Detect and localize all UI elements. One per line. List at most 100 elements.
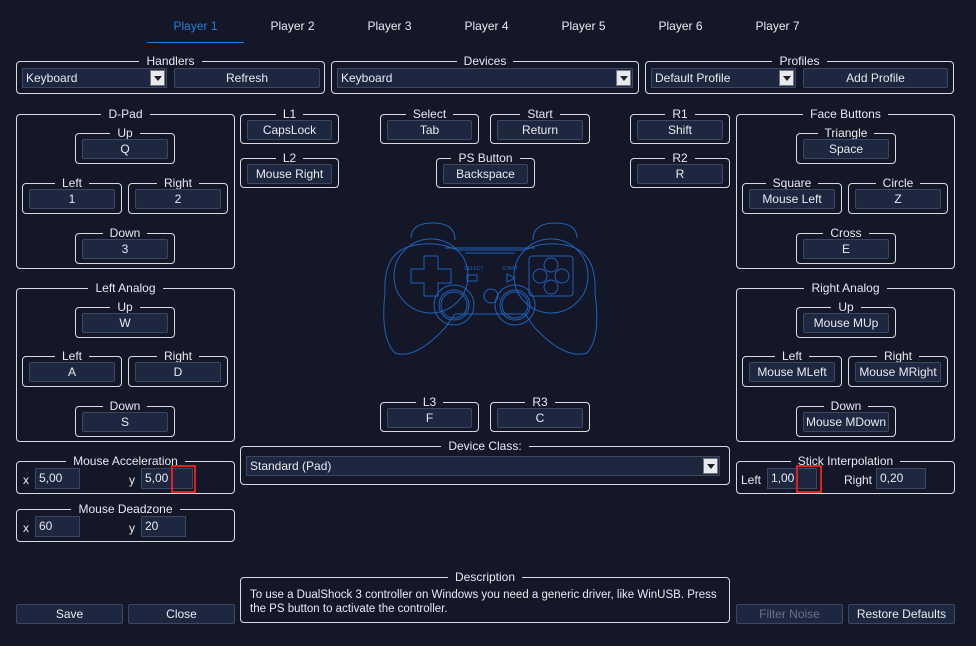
right-analog-right-label: Right <box>876 349 919 363</box>
mouse-acceleration-group: Mouse Acceleration x 5,00 y 5,00 <box>16 454 235 494</box>
interp-left-input[interactable]: 1,00 <box>767 468 817 489</box>
select-button[interactable]: Tab <box>387 120 472 140</box>
deadzone-x-input[interactable]: 60 <box>35 516 80 537</box>
r2-button[interactable]: R <box>637 164 723 184</box>
left-analog-up-label: Up <box>110 300 140 314</box>
save-button[interactable]: Save <box>16 604 123 624</box>
chevron-down-icon <box>703 458 718 474</box>
add-profile-button[interactable]: Add Profile <box>803 68 948 88</box>
right-analog-down-label: Down <box>823 399 869 413</box>
right-analog-up-button[interactable]: Mouse MUp <box>803 313 889 333</box>
body-outline <box>383 243 598 355</box>
cross-button[interactable]: E <box>803 239 889 259</box>
device-value: Keyboard <box>341 71 393 85</box>
square-button[interactable]: Mouse Left <box>749 189 835 209</box>
dpad-right-button[interactable]: 2 <box>135 189 221 209</box>
device-class-value: Standard (Pad) <box>250 459 332 473</box>
left-analog-left-button[interactable]: A <box>29 362 115 382</box>
right-analog-left-button[interactable]: Mouse MLeft <box>749 362 835 382</box>
handler-select[interactable]: Keyboard <box>22 68 167 88</box>
right-analog-down-button[interactable]: Mouse MDown <box>803 412 889 432</box>
deadzone-x-label: x <box>23 521 29 535</box>
devices-title: Devices <box>456 54 514 68</box>
restore-defaults-button[interactable]: Restore Defaults <box>848 604 955 624</box>
l1-button[interactable]: CapsLock <box>247 120 332 140</box>
face-title: Face Buttons <box>803 107 888 121</box>
handlers-title: Handlers <box>139 54 202 68</box>
filter-noise-button[interactable]: Filter Noise <box>736 604 843 624</box>
profile-select[interactable]: Default Profile <box>651 68 796 88</box>
tab-player-5[interactable]: Player 5 <box>561 19 606 33</box>
l1-label: L1 <box>275 107 304 121</box>
left-analog-up-button[interactable]: W <box>82 313 168 333</box>
tab-player-4[interactable]: Player 4 <box>464 19 509 33</box>
dpad-down-button[interactable]: 3 <box>82 239 168 259</box>
r1-label: R1 <box>665 107 695 121</box>
mouse-deadzone-title: Mouse Deadzone <box>71 502 180 516</box>
controller-start-label: START <box>502 266 518 272</box>
r3-button[interactable]: C <box>497 408 583 428</box>
ps-button[interactable]: Backspace <box>443 164 528 184</box>
dpad-title: D-Pad <box>101 107 150 121</box>
interp-right-label: Right <box>844 473 873 487</box>
r2-label: R2 <box>665 151 695 165</box>
cross-label: Cross <box>823 226 869 240</box>
description-group: Description To use a DualShock 3 control… <box>240 570 730 623</box>
interp-right-input[interactable]: 0,20 <box>876 468 926 489</box>
highlight-box <box>171 465 196 493</box>
mouse-deadzone-group: Mouse Deadzone x 60 y 20 <box>16 502 235 542</box>
accel-y-input[interactable]: 5,00 <box>141 468 193 489</box>
tab-player-6[interactable]: Player 6 <box>658 19 703 33</box>
tab-player-7[interactable]: Player 7 <box>755 19 800 33</box>
l-shoulder-outline <box>410 222 456 241</box>
accel-y-label: y <box>129 473 135 487</box>
r-shoulder-outline <box>532 222 578 241</box>
circle-label: Circle <box>875 176 921 190</box>
triangle-button[interactable]: Space <box>803 139 889 159</box>
r1-button[interactable]: Shift <box>637 120 723 140</box>
start-button[interactable]: Return <box>497 120 583 140</box>
refresh-button[interactable]: Refresh <box>174 68 320 88</box>
right-analog-right-button[interactable]: Mouse MRight <box>855 362 941 382</box>
right-analog-up-label: Up <box>831 300 861 314</box>
ps-label: PS Button <box>451 151 520 165</box>
l3-button[interactable]: F <box>387 408 472 428</box>
chevron-down-icon <box>779 70 794 86</box>
left-analog-down-button[interactable]: S <box>82 412 168 432</box>
tab-player-2[interactable]: Player 2 <box>270 19 315 33</box>
tab-player-3[interactable]: Player 3 <box>367 19 412 33</box>
left-analog-right-button[interactable]: D <box>135 362 221 382</box>
chevron-down-icon <box>616 70 631 86</box>
deadzone-y-input[interactable]: 20 <box>141 516 186 537</box>
circle-button[interactable]: Z <box>855 189 941 209</box>
device-select[interactable]: Keyboard <box>337 68 633 88</box>
l2-button[interactable]: Mouse Right <box>247 164 332 184</box>
handler-value: Keyboard <box>26 71 78 85</box>
right-analog-left-label: Left <box>774 349 809 363</box>
dpad-left-button[interactable]: 1 <box>29 189 115 209</box>
dpad-up-button[interactable]: Q <box>82 139 168 159</box>
close-button[interactable]: Close <box>128 604 235 624</box>
profile-value: Default Profile <box>655 71 731 85</box>
description-text: To use a DualShock 3 controller on Windo… <box>250 589 717 615</box>
interp-left-label: Left <box>741 473 762 487</box>
controller-select-label: SELECT <box>464 266 483 272</box>
device-class-select[interactable]: Standard (Pad) <box>246 456 720 476</box>
accel-x-input[interactable]: 5,00 <box>35 468 80 489</box>
tab-player-1[interactable]: Player 1 <box>173 19 218 33</box>
